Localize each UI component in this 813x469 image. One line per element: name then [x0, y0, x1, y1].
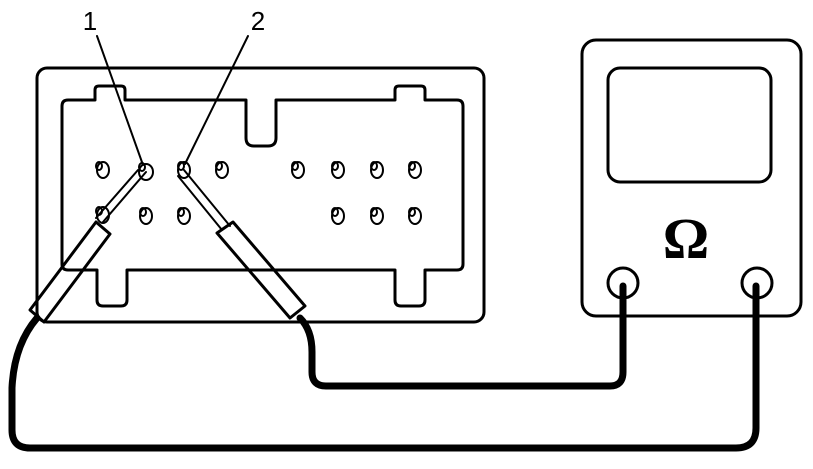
connector-outer-shell [35, 66, 486, 324]
ohmmeter: Ω [580, 38, 803, 318]
connector-pin [139, 207, 153, 225]
connector-pin [177, 207, 191, 225]
probe-left [28, 169, 147, 324]
meter-unit-symbol: Ω [663, 206, 709, 271]
meter-display [606, 66, 773, 184]
connector-pin [215, 161, 229, 179]
connector-pins [95, 161, 422, 225]
callout-label-2: 2 [251, 6, 265, 36]
connector-pin [291, 161, 305, 179]
connector-pin [408, 161, 422, 179]
callout-leader-2 [184, 35, 249, 165]
callout-label-1: 1 [83, 6, 97, 36]
meter-body [580, 38, 803, 318]
test-leads [8, 282, 760, 452]
connector-pin [370, 207, 384, 225]
connector [35, 66, 486, 324]
connector-inner-face [60, 84, 465, 308]
meter-terminal-left [606, 266, 640, 300]
callouts: 1 2 [83, 6, 265, 166]
lead-wire-left-probe [8, 282, 760, 452]
lead-wire-right-probe [296, 282, 627, 390]
connector-pin-2 [177, 161, 191, 179]
connector-pin [408, 207, 422, 225]
connector-pin [331, 207, 345, 225]
probe-right [177, 169, 307, 320]
callout-leader-1 [96, 35, 144, 166]
connector-pin [95, 161, 110, 179]
meter-terminal-right [740, 266, 774, 300]
connector-pin [370, 161, 384, 179]
connector-pin [331, 161, 345, 179]
